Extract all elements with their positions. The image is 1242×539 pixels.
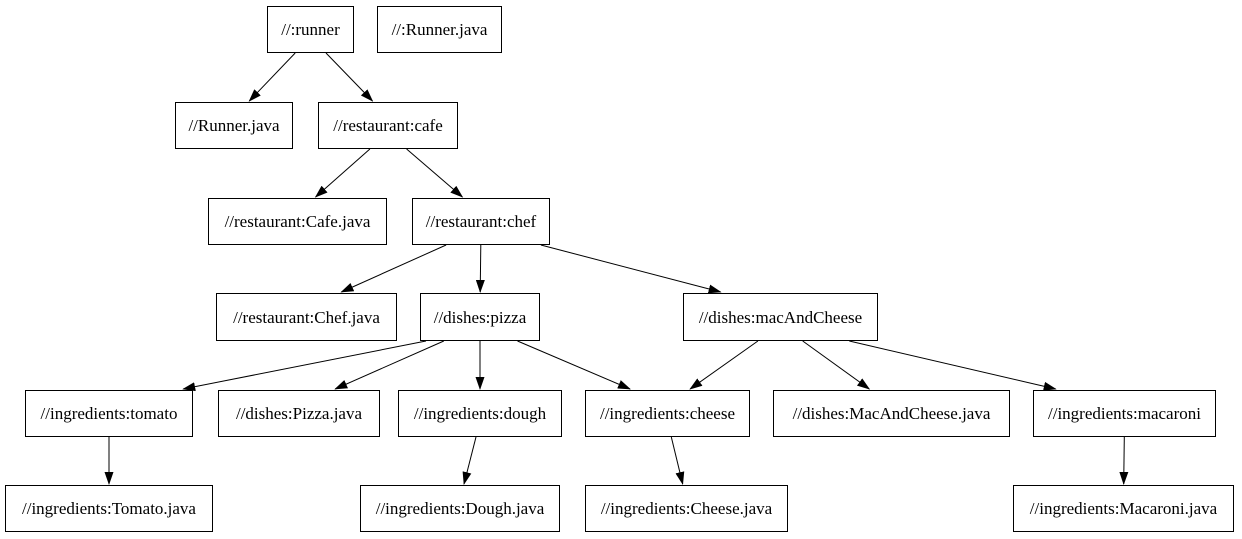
- graph-node-label: //Runner.java: [188, 116, 280, 135]
- graph-node-pizza: //dishes:pizza: [420, 293, 540, 341]
- graph-edge-macandcheese-to-macaroni: [849, 340, 1057, 391]
- graph-node-label: //restaurant:Chef.java: [233, 307, 380, 327]
- graph-node-tomato: //ingredients:tomato: [25, 390, 193, 437]
- graph-node-chef-java: //restaurant:Chef.java: [216, 293, 397, 341]
- graph-node-runner-java: //Runner.java: [175, 102, 293, 149]
- graph-edge-macaroni-to-macaroni-java: [1119, 436, 1129, 485]
- graph-node-label: //ingredients:Cheese.java: [600, 499, 773, 518]
- graph-node-label: //dishes:pizza: [433, 307, 527, 327]
- graph-node-label: //restaurant:chef: [425, 212, 537, 231]
- graph-node-label: //ingredients:cheese: [599, 404, 735, 423]
- graph-node-label: //ingredients:tomato: [40, 404, 178, 423]
- graph-node-label: //dishes:macAndCheese: [698, 307, 863, 327]
- graph-node-cheese-java: //ingredients:Cheese.java: [585, 485, 788, 532]
- graph-edge-cheese-to-cheese-java: [670, 436, 685, 485]
- graph-node-label: //ingredients:Macaroni.java: [1029, 499, 1218, 518]
- graph-edge-runner-to-cafe: [325, 52, 374, 102]
- graph-node-label: //ingredients:Dough.java: [375, 499, 545, 518]
- graph-edge-pizza-to-tomato: [182, 340, 427, 392]
- graph-node-dough: //ingredients:dough: [398, 390, 562, 437]
- graph-node-tomato-java: //ingredients:Tomato.java: [5, 485, 213, 532]
- graph-edge-dough-to-dough-java: [462, 436, 477, 485]
- graph-node-macandcheese: //dishes:macAndCheese: [683, 293, 878, 341]
- graph-node-cheese: //ingredients:cheese: [585, 390, 750, 437]
- graph-node-label: //:Runner.java: [391, 20, 488, 39]
- graph-node-label: //dishes:Pizza.java: [235, 404, 363, 423]
- graph-node-runner-java-file: //:Runner.java: [377, 6, 502, 53]
- graph-edge-chef-to-chef-java: [340, 244, 447, 293]
- graph-node-dough-java: //ingredients:Dough.java: [360, 485, 560, 532]
- graph-node-cafe: //restaurant:cafe: [318, 102, 458, 149]
- graph-edge-chef-to-pizza: [475, 244, 485, 293]
- graph-edge-macandcheese-to-cheese: [689, 340, 759, 390]
- graph-node-runner: //:runner: [267, 6, 354, 53]
- graph-node-cafe-java: //restaurant:Cafe.java: [208, 198, 387, 245]
- graph-edge-pizza-to-cheese: [517, 340, 631, 390]
- graph-node-macandcheese-java: //dishes:MacAndCheese.java: [773, 390, 1010, 437]
- graph-edge-cafe-to-chef: [406, 148, 464, 198]
- graph-edge-chef-to-macandcheese: [540, 244, 722, 294]
- graph-node-label: //ingredients:macaroni: [1048, 404, 1201, 423]
- graph-node-label: //restaurant:cafe: [333, 116, 443, 135]
- graph-node-macaroni: //ingredients:macaroni: [1033, 390, 1216, 437]
- graph-edge-macandcheese-to-macandcheese-java: [802, 340, 871, 390]
- graph-edge-pizza-to-pizza-java: [334, 340, 445, 390]
- graph-node-macaroni-java: //ingredients:Macaroni.java: [1013, 485, 1234, 532]
- graph-node-label: //ingredients:Tomato.java: [22, 499, 196, 518]
- graph-edge-cafe-to-cafe-java: [314, 148, 371, 198]
- graph-node-pizza-java: //dishes:Pizza.java: [218, 390, 380, 437]
- graph-node-label: //dishes:MacAndCheese.java: [792, 404, 991, 423]
- graph-node-label: //:runner: [281, 20, 340, 39]
- graph-node-label: //restaurant:Cafe.java: [224, 212, 371, 231]
- graph-edge-runner-to-runner-java: [248, 52, 296, 102]
- graph-node-chef: //restaurant:chef: [412, 198, 550, 245]
- graph-node-label: //ingredients:dough: [413, 404, 547, 423]
